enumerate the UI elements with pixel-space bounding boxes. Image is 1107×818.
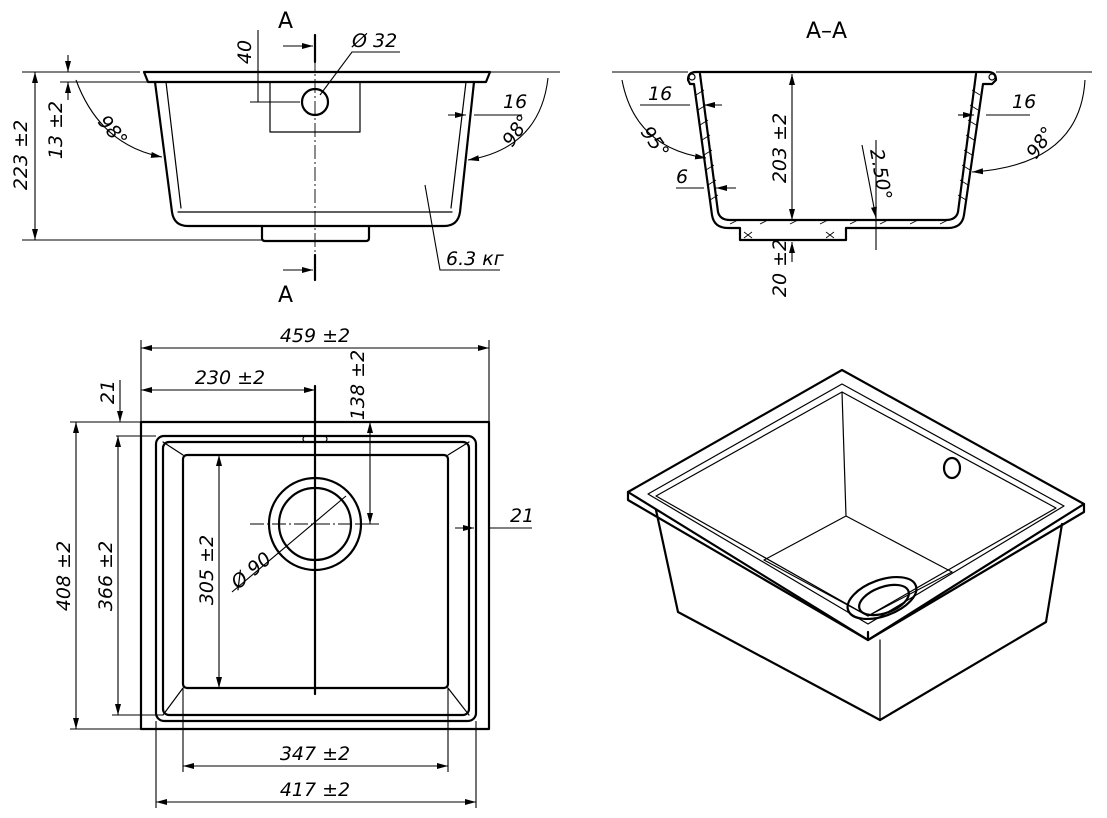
iso-rim-front-left [626, 490, 870, 642]
front-bowl-outer [153, 80, 476, 228]
front-rim [142, 70, 492, 84]
flange-width-label: 417 ±2 [280, 779, 350, 801]
inner-depth-label: 203 ±2 [769, 113, 791, 183]
cut-mark-bottom-label: A [278, 283, 293, 308]
bowl-width-label: 347 ±2 [280, 743, 350, 765]
rim-width-label: 16 [503, 91, 527, 113]
iso-outer-right-wall [878, 522, 1064, 722]
section-left-angle-label: 95° [636, 122, 673, 162]
weight-label: 6.3 кг [446, 248, 505, 270]
iso-overflow-hole [942, 456, 962, 480]
total-height-label: 223 ±2 [10, 120, 32, 190]
front-left-angle-label: 98° [93, 111, 132, 151]
bottom-offset-label: 20 ±2 [769, 239, 791, 297]
cut-mark-top-label: A [278, 9, 293, 34]
iso-inner-bottom [763, 559, 953, 617]
plan-corner-lines [162, 441, 470, 716]
iso-rim-front-right [866, 502, 1086, 642]
overall-width-label: 459 ±2 [280, 325, 350, 347]
weight-leader [424, 184, 500, 271]
section-view: A–A 203 ±2 20 ±2 2.50° 16 [612, 19, 1092, 297]
section-outer-profile [686, 70, 998, 242]
bowl-depth-label: 305 ±2 [196, 535, 218, 605]
right-rim-width-label: 16 [1012, 91, 1036, 113]
iso-bowl-top-edge [655, 391, 1057, 617]
section-right-hook [988, 73, 996, 81]
overflow-diameter-leader [319, 51, 400, 96]
front-drain-stub [260, 224, 371, 243]
section-hatching [695, 89, 981, 239]
iso-rim-inner [647, 383, 1065, 625]
iso-outer-left-wall [654, 508, 882, 722]
rim-height-label: 13 ±2 [45, 101, 67, 159]
drain-diameter-label: Ø 90 [226, 548, 276, 595]
overflow-diameter-label: Ø 32 [351, 30, 397, 52]
iso-inner-walls [763, 391, 953, 573]
left-rim-width-label: 16 [648, 83, 672, 105]
section-right-angle-label: 98° [1022, 123, 1059, 163]
iso-rim-outer [626, 368, 1086, 642]
section-left-hook [688, 73, 696, 81]
drain-diameter-leader [231, 495, 347, 593]
plan-view: 459 ±2 230 ±2 138 ±2 21 21 408 ±2 366 ±2… [53, 325, 534, 808]
section-right-angle-arc [971, 79, 1086, 175]
iso-drain-outer [846, 575, 918, 621]
front-right-angle-arc [467, 77, 549, 162]
front-right-angle-label: 98° [498, 111, 535, 151]
front-left-angle-arc [75, 79, 163, 158]
front-bowl-inner [165, 81, 467, 209]
slope-arrow [861, 144, 877, 219]
isometric-view [626, 368, 1086, 722]
front-view: A A 40 Ø 32 223 ±2 13 ±2 98° 98° 16 [10, 9, 560, 308]
overflow-offset-label: 40 [234, 40, 256, 64]
iso-drain-inner [858, 583, 910, 617]
top-flange-label: 21 [97, 380, 119, 404]
flange-depth-label: 366 ±2 [95, 541, 117, 611]
side-flange-label: 21 [510, 505, 534, 527]
drain-offset-x-label: 230 ±2 [195, 367, 265, 389]
section-inner-profile [698, 72, 978, 222]
wall-thickness-label: 6 [676, 166, 688, 188]
overall-depth-label: 408 ±2 [53, 541, 75, 611]
slope-label: 2.50° [865, 147, 896, 202]
section-title: A–A [806, 19, 847, 44]
drain-offset-y-label: 138 ±2 [347, 350, 369, 420]
section-left-angle-arc [621, 79, 707, 160]
